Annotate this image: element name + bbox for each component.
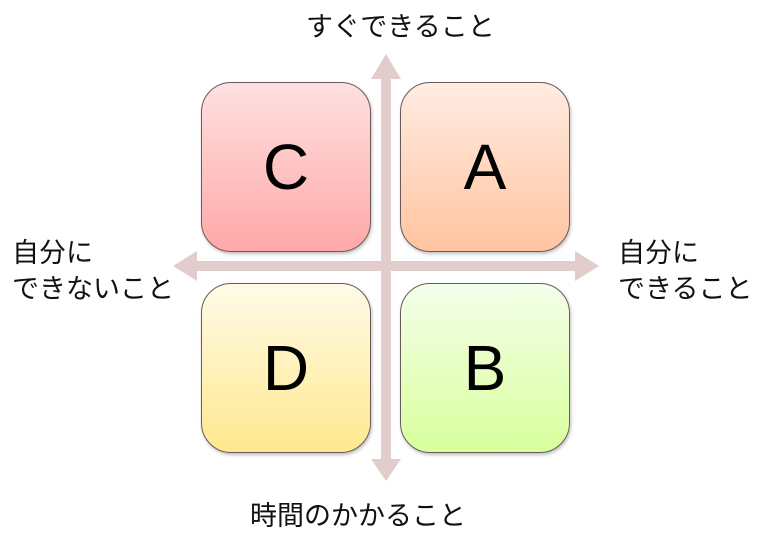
axis-label-left: 自分に できないこと: [12, 236, 174, 308]
arrow-right-icon: [575, 251, 599, 281]
quadrant-a: A: [400, 82, 570, 252]
axis-label-right: 自分に できること: [618, 236, 752, 308]
arrow-left-icon: [173, 251, 197, 281]
axis-label-top: すぐできること: [306, 12, 495, 43]
axis-label-bottom: 時間のかかること: [250, 501, 466, 532]
axis-label-left-line1: 自分に: [12, 238, 93, 269]
quadrant-b-label: B: [463, 332, 507, 404]
axis-label-left-line2: できないこと: [12, 274, 174, 305]
quadrant-b: B: [400, 283, 570, 453]
quadrant-d-label: D: [262, 332, 310, 404]
axis-label-right-line2: できること: [618, 274, 753, 305]
horizontal-axis: [196, 261, 576, 271]
arrow-down-icon: [371, 459, 401, 481]
arrow-up-icon: [371, 54, 401, 79]
axis-label-right-line1: 自分に: [618, 238, 699, 269]
quadrant-c: C: [201, 82, 371, 252]
quadrant-c-label: C: [262, 131, 310, 203]
quadrant-a-label: A: [463, 131, 507, 203]
quadrant-d: D: [201, 283, 371, 453]
